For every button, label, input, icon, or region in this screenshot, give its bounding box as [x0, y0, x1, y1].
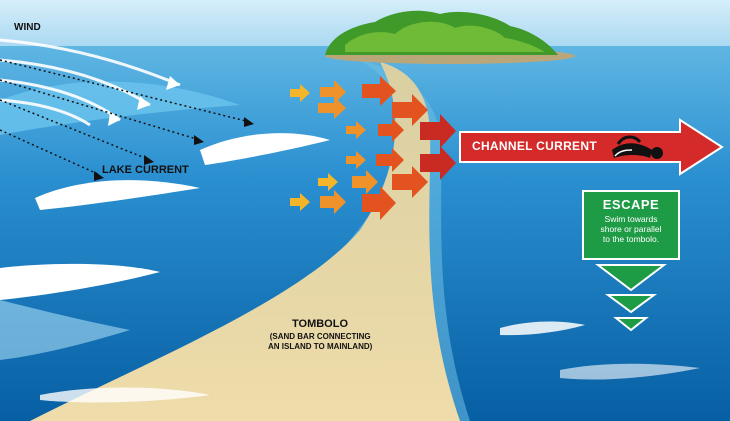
current-arrow [378, 118, 404, 142]
converging-current-arrows [290, 76, 456, 220]
current-arrow [320, 80, 346, 104]
escape-line: Swim towards [604, 214, 658, 224]
escape-line: shore or parallel [600, 224, 662, 234]
channel-current-arrow [459, 118, 724, 176]
current-arrow [352, 170, 378, 194]
channel-current-label: CHANNEL CURRENT [472, 139, 597, 153]
current-arrowhead [94, 171, 104, 181]
current-arrow [290, 84, 310, 102]
escape-arrow-small [613, 317, 649, 332]
tombolo-description: (SAND BAR CONNECTING AN ISLAND TO MAINLA… [268, 332, 372, 352]
lake-current-label: LAKE CURRENT [102, 164, 189, 176]
wave-foam [560, 363, 700, 380]
wave-foam [40, 387, 210, 403]
current-arrow [318, 173, 338, 191]
escape-instructions: Swim towards shore or parallel to the to… [584, 214, 678, 244]
lake-current-lines [0, 59, 251, 176]
current-arrow [392, 94, 428, 126]
tombolo-description-line: (SAND BAR CONNECTING [269, 332, 371, 341]
wave [35, 180, 200, 210]
current-arrow [290, 193, 310, 211]
tombolo-description-line: AN ISLAND TO MAINLAND) [268, 342, 373, 351]
wave [0, 263, 160, 300]
wave [200, 133, 330, 165]
wind-arrows [0, 38, 181, 127]
tombolo-label: TOMBOLO [292, 318, 349, 330]
current-arrow [362, 76, 396, 106]
escape-arrow-medium [604, 294, 658, 314]
wind-arrowhead [166, 76, 180, 90]
wind-arrowhead [108, 112, 120, 126]
escape-arrow-large [595, 264, 667, 292]
current-arrow [420, 146, 456, 180]
wave [0, 81, 240, 135]
escape-title: ESCAPE [602, 197, 660, 212]
escape-line: to the tombolo. [602, 234, 660, 244]
island-foliage [345, 21, 545, 52]
current-arrow [318, 97, 346, 119]
current-arrowhead [244, 117, 254, 127]
wind-label: WIND [14, 22, 41, 33]
current-arrow [346, 151, 366, 169]
swimmer-icon [612, 135, 663, 159]
current-arrow [392, 166, 428, 198]
current-arrow [320, 190, 346, 214]
tombolo-sandbar [30, 62, 460, 421]
wind-arrowhead [137, 96, 150, 110]
wave-foam [500, 321, 585, 336]
current-arrowhead [144, 155, 154, 165]
current-arrow [362, 186, 396, 220]
wave-foam [0, 300, 130, 360]
current-arrowhead [194, 135, 204, 145]
escape-box: ESCAPE Swim towards shore or parallel to… [582, 190, 680, 260]
current-arrow [376, 148, 404, 172]
current-arrow [346, 121, 366, 139]
current-arrow [420, 114, 456, 148]
